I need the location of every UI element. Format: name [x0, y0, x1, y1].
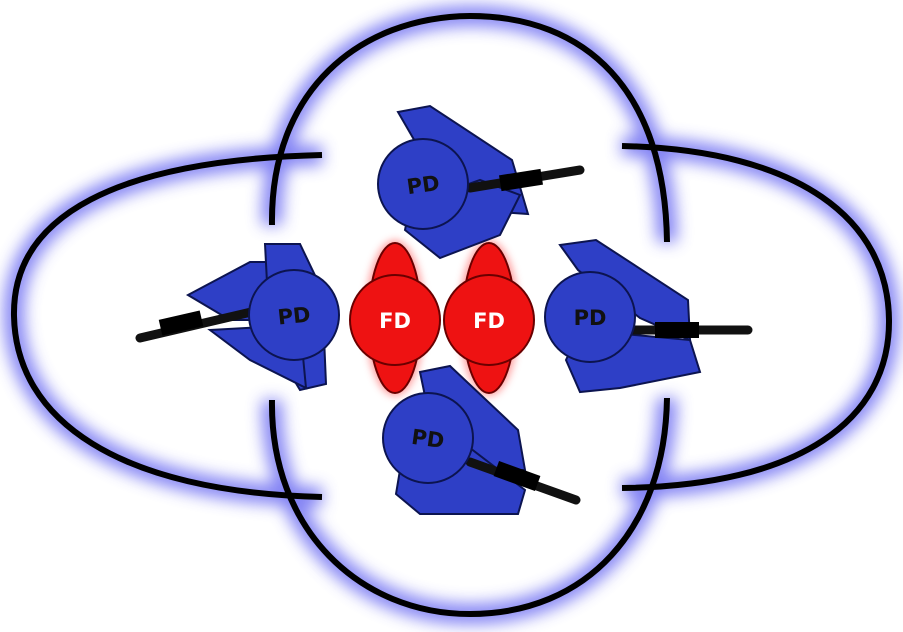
- fd-left-label: FD: [379, 309, 411, 333]
- pd-unit-left: PD: [140, 244, 339, 390]
- fd-right-label: FD: [473, 309, 505, 333]
- pd-left-label: PD: [277, 302, 312, 329]
- pd-unit-right: PD: [545, 240, 748, 392]
- pd-right-label: PD: [574, 306, 607, 330]
- pd-unit-top: PD: [378, 106, 580, 258]
- pd-bottom-label: PD: [410, 425, 446, 453]
- pd-top-label: PD: [405, 171, 441, 199]
